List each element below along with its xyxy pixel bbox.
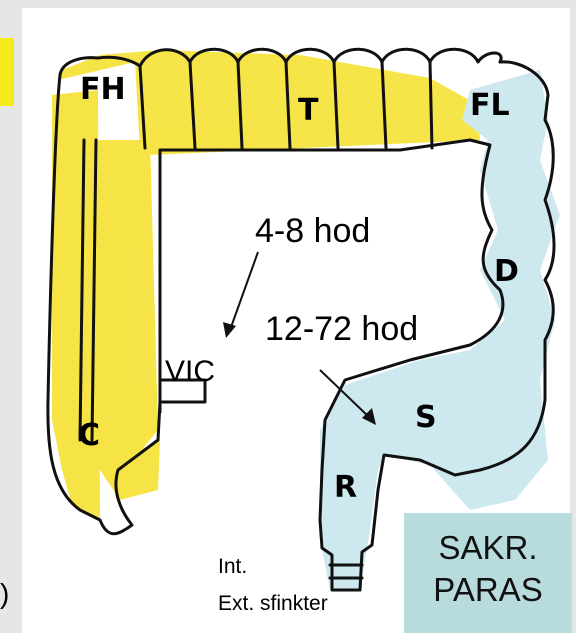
arrow-upper-head xyxy=(223,322,236,338)
label-cecum: C xyxy=(78,418,100,453)
info-box: SAKR. PARAS xyxy=(404,513,572,633)
edge-mark: ) xyxy=(0,578,9,610)
label-hepatic-flexure: FH xyxy=(80,72,126,107)
label-rectum: R xyxy=(334,470,357,505)
arrow-upper xyxy=(230,252,258,330)
label-splenic-flexure: FL xyxy=(470,88,510,123)
info-box-line1: SAKR. xyxy=(404,527,572,569)
label-descending: D xyxy=(494,254,519,289)
info-box-line2: PARAS xyxy=(404,569,572,611)
label-vic: VIC xyxy=(165,355,215,389)
label-lower-arrow: 12-72 hod xyxy=(265,310,418,349)
label-upper-arrow: 4-8 hod xyxy=(255,212,370,251)
label-internal-sphincter: Int. xyxy=(218,555,247,579)
label-transverse: T xyxy=(298,93,318,128)
label-sigmoid: S xyxy=(415,400,437,435)
label-external-sphincter: Ext. sfinkter xyxy=(218,592,328,616)
